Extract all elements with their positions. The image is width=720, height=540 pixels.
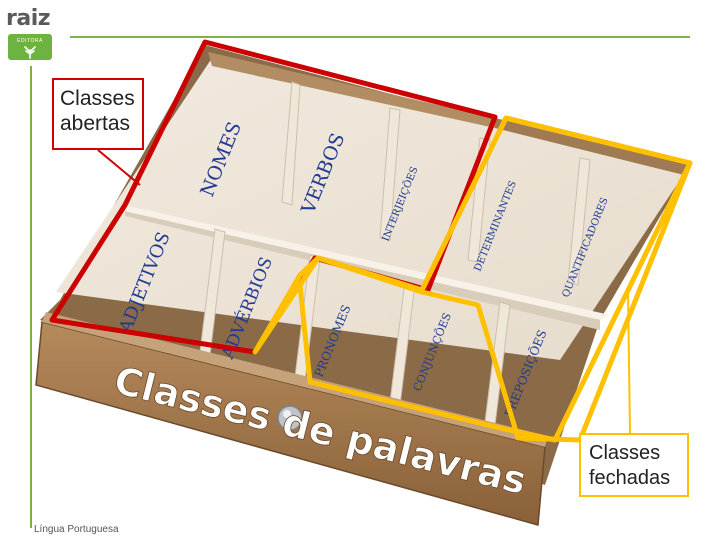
closed-classes-callout: Classes fechadas <box>579 433 689 497</box>
closed-classes-line-2: fechadas <box>589 467 671 489</box>
back-wall <box>208 52 495 128</box>
logo-subtitle: EDITORA <box>17 38 43 44</box>
closed-classes-outline <box>297 115 693 443</box>
logo-wordmark: raiz <box>6 6 51 31</box>
logo-plate: EDITORA <box>8 34 52 60</box>
drawer-knob-shine <box>283 410 291 418</box>
leaf-icon <box>24 46 36 59</box>
back-divider-2 <box>379 107 401 241</box>
footer-subject: Língua Portuguesa <box>34 524 119 535</box>
closed-classes-connector <box>627 289 631 434</box>
row-divider-top <box>120 205 610 320</box>
open-classes-line-1: Classes <box>60 87 135 110</box>
closed-classes-line-1: Classes <box>589 442 661 464</box>
drawer-front-top <box>42 312 548 447</box>
open-classes-connector <box>97 149 141 186</box>
open-classes-line-2: abertas <box>60 112 131 135</box>
open-classes-callout: Classes abertas <box>52 78 144 150</box>
back-divider-4 <box>567 157 591 286</box>
header-divider <box>70 36 690 38</box>
back-divider-3 <box>467 137 491 263</box>
back-divider-1 <box>281 81 301 206</box>
back-wall-right <box>495 118 688 175</box>
raiz-logo: raiz EDITORA <box>6 6 56 64</box>
side-divider <box>30 66 32 528</box>
